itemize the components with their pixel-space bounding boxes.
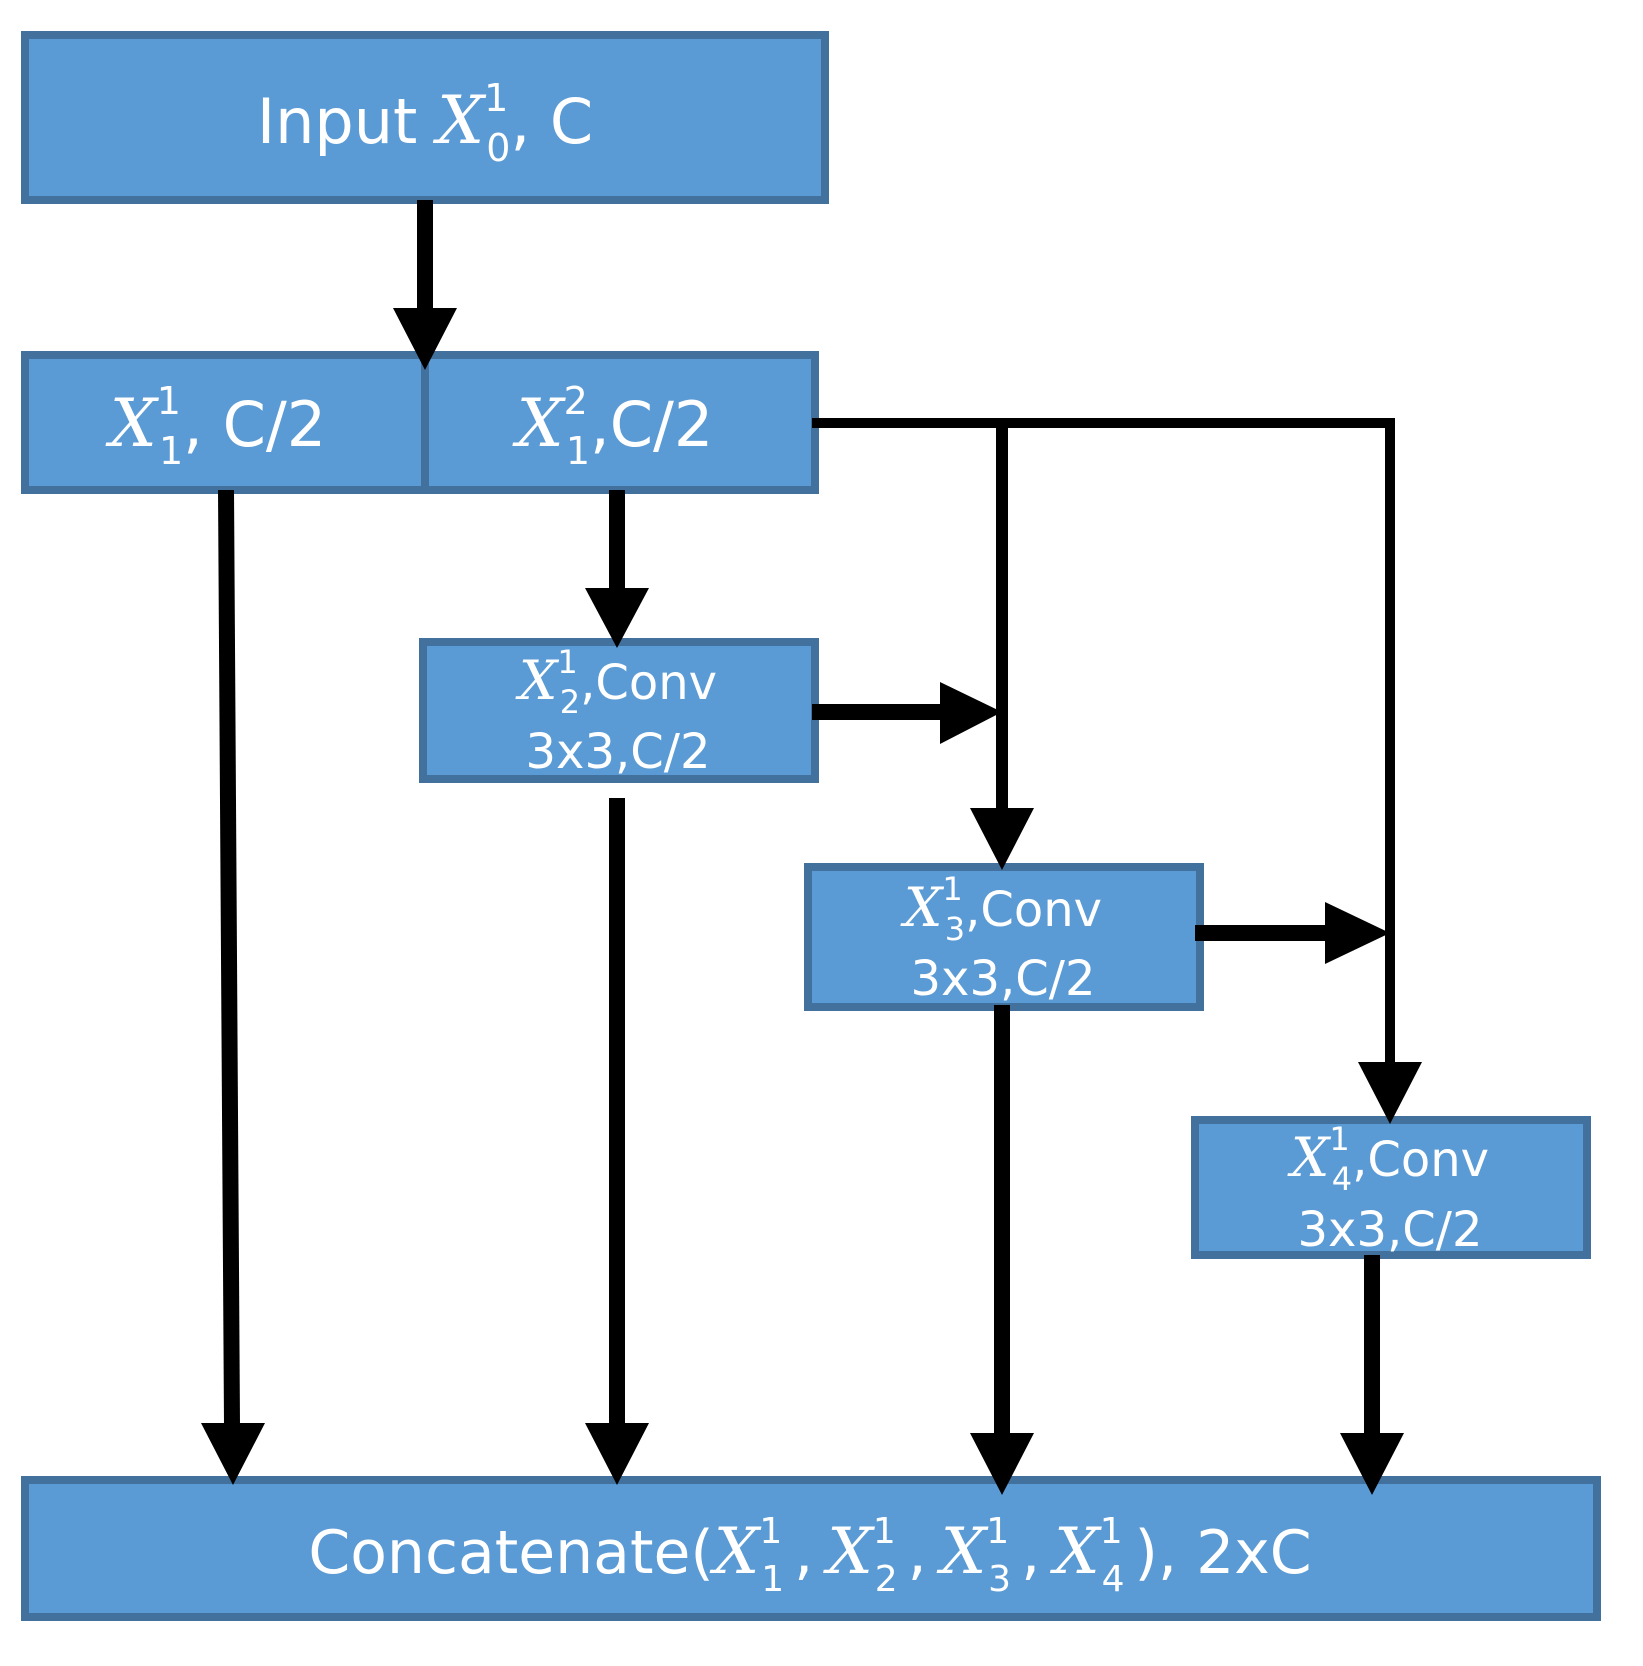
split-left-sub: 1 — [159, 429, 183, 473]
arrowhead — [1325, 902, 1390, 964]
conv3-label: ,Conv — [965, 882, 1102, 938]
split-left-suffix: , C/2 — [183, 388, 326, 461]
split-left-sup: 1 — [157, 379, 181, 423]
input-prefix: Input — [257, 85, 418, 158]
conv4-sub: 4 — [1332, 1160, 1352, 1198]
concat-var-4: X — [1049, 1515, 1102, 1589]
conv3-sup: 1 — [942, 870, 962, 908]
concat-sep-3: , — [1021, 1518, 1040, 1588]
conv4-sup: 1 — [1329, 1120, 1349, 1158]
split-left-label: X1 1, C/2 — [105, 379, 326, 473]
concat-sup-4: 1 — [1100, 1511, 1123, 1552]
arrowhead — [970, 808, 1034, 870]
concat-sub-4: 4 — [1102, 1559, 1125, 1600]
input-var: X — [432, 82, 487, 159]
conv2-sup: 1 — [557, 643, 577, 681]
input-sub: 0 — [486, 126, 510, 170]
conv2-line2: 3x3,C/2 — [526, 724, 711, 780]
input-sup: 1 — [484, 76, 508, 120]
conv4-var: X — [1287, 1126, 1332, 1189]
conv2-label: ,Conv — [580, 655, 717, 711]
input-box — [21, 31, 829, 204]
input-suffix: , C — [510, 85, 593, 158]
split-right-sup: 2 — [564, 379, 588, 423]
conv3-line2: 3x3,C/2 — [911, 951, 1096, 1007]
conv2-var: X — [515, 649, 560, 712]
conv4-line2: 3x3,C/2 — [1298, 1202, 1483, 1258]
concat-sep-2: , — [908, 1518, 927, 1588]
conv3-var: X — [900, 876, 945, 939]
split-right-sub: 1 — [566, 429, 590, 473]
concat-var-1: X — [709, 1515, 762, 1589]
concat-sub-2: 2 — [875, 1559, 898, 1600]
concat-sup-2: 1 — [873, 1511, 896, 1552]
concat-var-2: X — [822, 1515, 875, 1589]
arrowhead — [201, 1423, 265, 1485]
concat-sub-3: 3 — [988, 1559, 1011, 1600]
arrowhead — [585, 1423, 649, 1485]
conv3-sub: 3 — [945, 910, 965, 948]
arrowhead — [585, 588, 649, 648]
conv2-sub: 2 — [560, 683, 580, 721]
concat-suffix: ), 2xC — [1135, 1518, 1312, 1588]
concat-sup-3: 1 — [986, 1511, 1009, 1552]
conv-box-x4 — [1191, 1116, 1591, 1259]
arrowhead — [970, 1433, 1034, 1495]
concat-sub-1: 1 — [761, 1559, 784, 1600]
arrow-x11-to-concat — [218, 489, 240, 1426]
concat-sep-1: , — [794, 1518, 813, 1588]
split-box-left — [21, 351, 429, 494]
concat-var-3: X — [936, 1515, 989, 1589]
split-right-suffix: ,C/2 — [590, 388, 713, 461]
concat-prefix: Concatenate( — [308, 1518, 713, 1588]
input-label: Input X1 0, C — [257, 76, 593, 170]
arrowhead — [1340, 1433, 1404, 1495]
arrowhead — [940, 682, 1002, 744]
arrowhead — [393, 308, 457, 370]
split-right-label: X2 1,C/2 — [512, 379, 714, 473]
split-left-var: X — [105, 385, 160, 462]
arrowhead — [1358, 1062, 1422, 1124]
split-right-var: X — [512, 385, 567, 462]
conv4-label: ,Conv — [1352, 1132, 1489, 1188]
concat-box — [21, 1476, 1601, 1621]
concat-sup-1: 1 — [759, 1511, 782, 1552]
